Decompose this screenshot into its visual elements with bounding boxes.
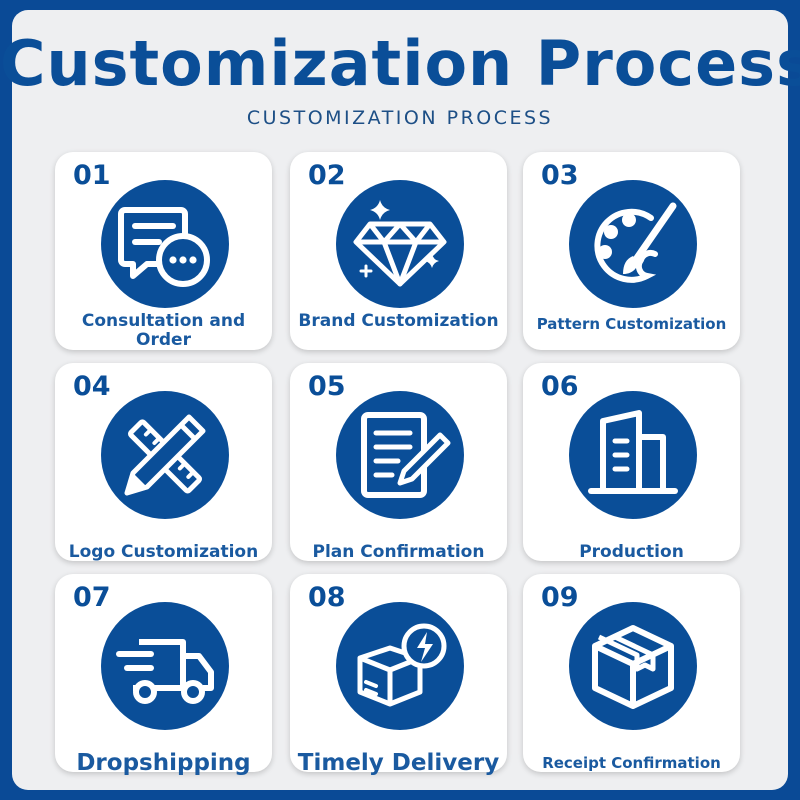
step-label: Logo Customization (68, 542, 259, 562)
step-number: 04 (73, 371, 111, 402)
chat-bubbles-icon (101, 180, 229, 308)
fast-box-icon (336, 602, 464, 730)
step-number: 08 (308, 582, 346, 613)
pencil-ruler-icon (101, 391, 229, 519)
step-number: 06 (541, 371, 579, 402)
step-number: 07 (73, 582, 111, 613)
document-pen-icon (336, 391, 464, 519)
step-card-07: 07 Dropshipping (55, 574, 272, 776)
step-label: Receipt Confirmation (542, 754, 721, 772)
package-icon (569, 602, 697, 730)
step-label: Pattern Customization (536, 315, 727, 333)
step-number: 03 (541, 160, 579, 191)
step-label: Dropshipping (76, 750, 251, 776)
step-label: Brand Customization (298, 311, 499, 331)
page-subtitle: CUSTOMIZATION PROCESS (246, 107, 554, 129)
step-label: Timely Delivery (297, 750, 500, 776)
delivery-truck-icon (101, 602, 229, 730)
step-card-05: 05 Plan Confirmation (290, 363, 507, 562)
step-number: 01 (73, 160, 111, 191)
palette-icon (569, 180, 697, 308)
step-number: 02 (308, 160, 346, 191)
step-number: 09 (541, 582, 579, 613)
step-label: Plan Confirmation (312, 542, 485, 562)
step-label: Production (579, 542, 684, 562)
diamond-icon (336, 180, 464, 308)
step-card-09: 09 Receipt Confirmation (523, 574, 740, 772)
step-card-08: 08 Timely Delivery (290, 574, 507, 776)
step-number: 05 (308, 371, 346, 402)
step-label: Consultation and Order (81, 311, 246, 350)
step-card-02: 02 Brand Customization (290, 152, 507, 350)
page-title: Customization Process (0, 27, 800, 100)
step-card-01: 01 Consultation and Order (55, 152, 272, 350)
step-card-06: 06 Production (523, 363, 740, 562)
step-card-03: 03 Pattern Customization (523, 152, 740, 350)
step-card-04: 04 Logo Customization (55, 363, 272, 562)
building-icon (569, 391, 697, 519)
